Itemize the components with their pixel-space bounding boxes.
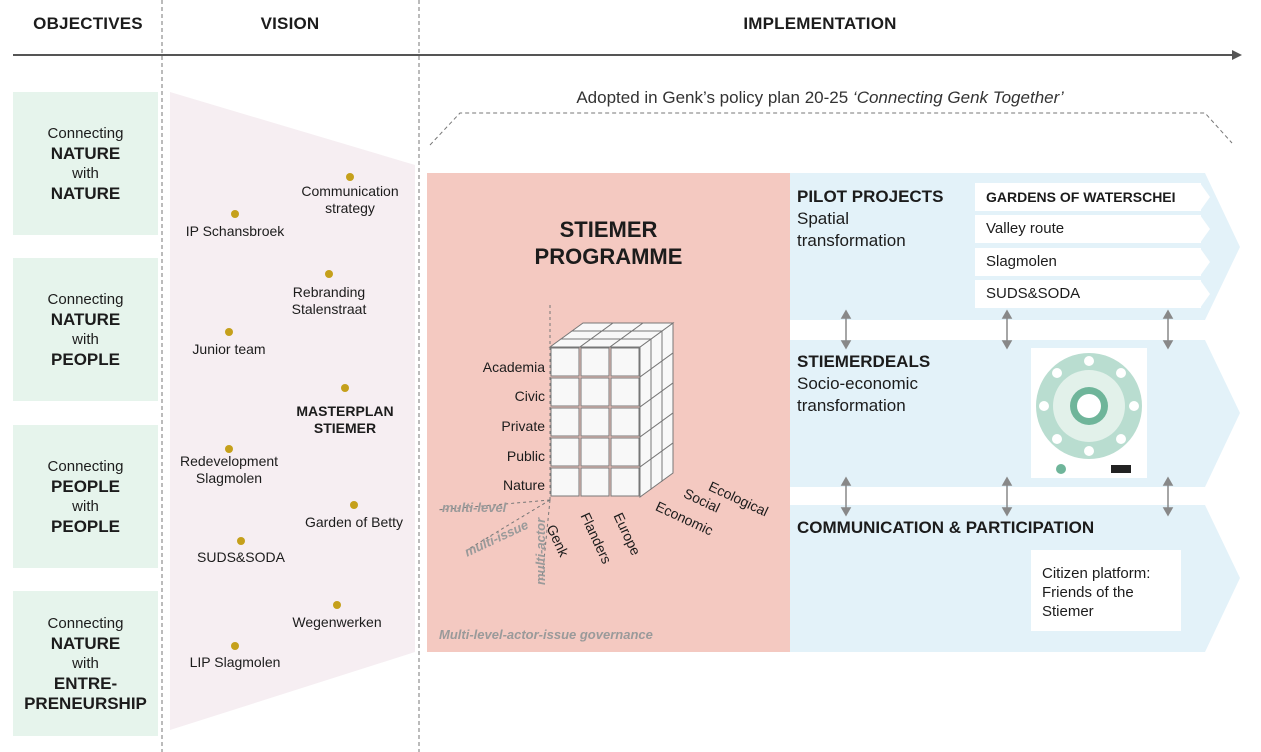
vision-item-wegenwerken: Wegenwerken: [292, 614, 382, 630]
deals-subtitle: Socio-economic transformation: [797, 374, 918, 415]
header-implementation: IMPLEMENTATION: [743, 14, 897, 33]
cube-front-cell: [610, 437, 640, 467]
actor-label-academia: Academia: [482, 359, 545, 375]
vision-dot: [231, 210, 239, 218]
pilot-item-slagmolen: Slagmolen: [975, 248, 1201, 276]
vision-dot: [225, 445, 233, 453]
axis-label-multi-actor: multi-actor: [533, 517, 548, 585]
vision-item-rebranding-stalenstraat: Rebranding Stalenstraat: [291, 284, 367, 317]
cube-front-cell: [550, 437, 580, 467]
cube-top-cell: [608, 338, 653, 348]
pilot-subtitle: Spatial transformation: [797, 209, 906, 250]
header-objectives: OBJECTIVES: [33, 14, 143, 33]
vision-item-masterplan-stiemer: MASTERPLAN STIEMER: [296, 403, 394, 436]
cube-front-cell: [610, 347, 640, 377]
axis-label-multi-level: multi-level: [442, 500, 507, 515]
policy-caption: Adopted in Genk’s policy plan 20-25 ‘Con…: [576, 88, 1064, 107]
vision-item-junior-team: Junior team: [192, 341, 266, 357]
vision-item-garden-of-betty: Garden of Betty: [304, 514, 404, 530]
vision-item-lip-slagmolen: LIP Slagmolen: [189, 654, 281, 670]
vision-funnel: [170, 92, 415, 730]
objective-nature-nature: Connecting NATURE with NATURE: [13, 92, 158, 235]
vision-item-suds-soda: SUDS&SODA: [197, 549, 285, 565]
cube-front-cell: [580, 467, 610, 497]
vision-dot: [325, 270, 333, 278]
objective-people-people: Connecting PEOPLE with PEOPLE: [13, 425, 158, 568]
pilot-item-gardens-of-waterschei: GARDENS OF WATERSCHEI: [975, 183, 1201, 211]
vision-dot: [333, 601, 341, 609]
cube-front-cell: [610, 377, 640, 407]
vision-item-redevelopment-slagmolen: Redevelopment Slagmolen: [179, 453, 279, 486]
community-circle-icon: [1036, 353, 1142, 474]
cube-front-cell: [610, 407, 640, 437]
actor-label-public: Public: [506, 448, 545, 464]
cube-front-cell: [610, 467, 640, 497]
comm-title: COMMUNICATION & PARTICIPATION: [797, 518, 1095, 537]
actor-label-civic: Civic: [514, 388, 545, 404]
stiemerdeals-illustration: [1031, 348, 1147, 478]
header-vision: VISION: [260, 14, 320, 33]
vision-dot: [341, 384, 349, 392]
citizen-platform-box: Citizen platform: Friends of the Stiemer: [1031, 550, 1181, 631]
objective-nature-people: Connecting NATURE with PEOPLE: [13, 258, 158, 401]
vision-item-ip-schansbroek: IP Schansbroek: [185, 223, 285, 239]
objective-nature-entrepreneurship: Connecting NATURE with ENTRE- PRENEURSHI…: [13, 591, 158, 736]
cube-front-cell: [550, 377, 580, 407]
vision-dot: [231, 642, 239, 650]
cube-front-cell: [580, 347, 610, 377]
vision-dot: [225, 328, 233, 336]
policy-bracket: [429, 112, 1233, 146]
actor-label-nature: Nature: [502, 477, 545, 493]
cube-front-cell: [550, 407, 580, 437]
cube-front-cell: [580, 407, 610, 437]
governance-cube: [436, 305, 675, 581]
connector-arrows: [840, 309, 1174, 517]
vision-dot: [346, 173, 354, 181]
vision-dot: [237, 537, 245, 545]
timeline-arrow-head: [1232, 50, 1242, 60]
actor-label-private: Private: [501, 418, 545, 434]
deals-title: STIEMERDEALS: [797, 352, 931, 371]
cube-front-cell: [550, 347, 580, 377]
programme-title: STIEMER PROGRAMME: [534, 217, 683, 269]
cube-front-cell: [580, 437, 610, 467]
cube-front-cell: [580, 377, 610, 407]
cube-side-cell: [639, 458, 652, 498]
vision-item-communication-strategy: Communication strategy: [301, 183, 399, 216]
pilot-item-valley-route: Valley route: [975, 215, 1201, 243]
programme-caption: Multi-level-actor-issue governance: [439, 627, 653, 642]
vision-dot: [350, 501, 358, 509]
cube-front-cell: [550, 467, 580, 497]
pilot-item-suds-soda: SUDS&SODA: [975, 280, 1201, 308]
pilot-title: PILOT PROJECTS: [797, 187, 944, 206]
